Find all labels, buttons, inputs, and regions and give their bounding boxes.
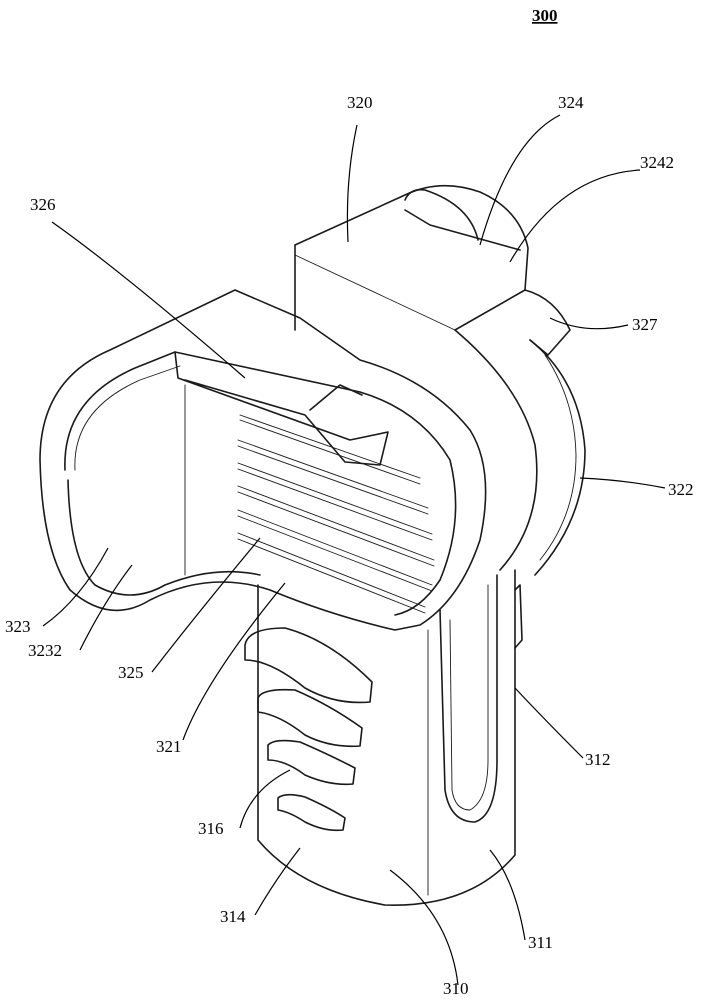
label-323: 323 [5, 617, 31, 636]
label-322: 322 [668, 480, 694, 499]
back-plate [294, 184, 586, 576]
front-frame [39, 289, 487, 631]
label-321: 321 [156, 737, 182, 756]
leader-lines [42, 114, 666, 986]
label-312: 312 [585, 750, 611, 769]
label-320: 320 [347, 93, 373, 112]
label-325: 325 [118, 663, 144, 682]
figure-number: 300 [532, 6, 558, 25]
label-311: 311 [528, 933, 553, 952]
fins [244, 627, 373, 832]
label-3242: 3242 [640, 153, 674, 172]
label-316: 316 [198, 819, 224, 838]
reference-labels: 320 324 3242 326 327 322 323 3232 325 32… [5, 93, 694, 998]
label-324: 324 [558, 93, 584, 112]
label-326: 326 [30, 195, 56, 214]
label-314: 314 [220, 907, 246, 926]
label-310: 310 [443, 979, 469, 998]
label-3232: 3232 [28, 641, 62, 660]
grille-slats [237, 414, 435, 614]
device-body [39, 184, 586, 906]
label-327: 327 [632, 315, 658, 334]
